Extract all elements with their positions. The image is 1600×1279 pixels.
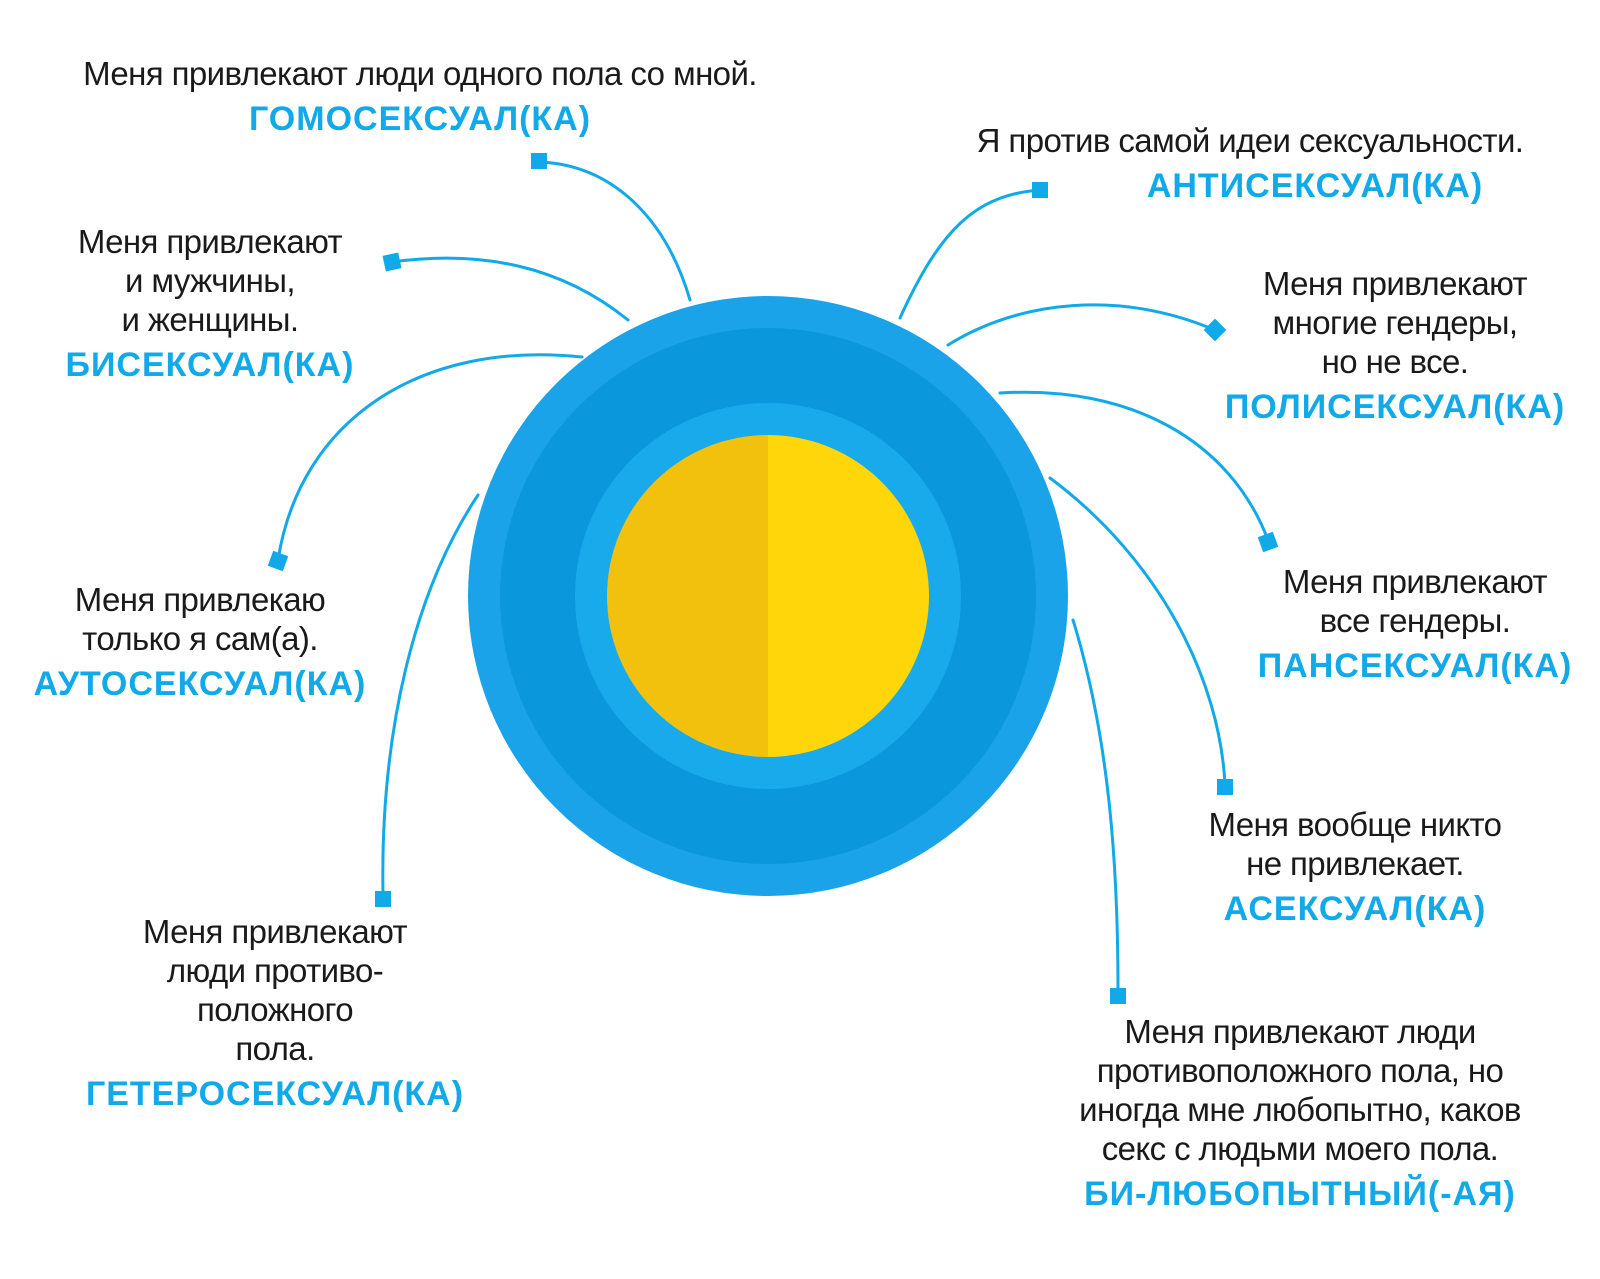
desc-line: пола. [235, 1030, 315, 1067]
desc-line: противоположного пола, но [1096, 1052, 1504, 1089]
connector-bi [390, 256, 630, 322]
desc-line: Меня привлекают люди [1124, 1013, 1476, 1050]
desc-line: и мужчины, [125, 262, 296, 299]
desc-line: Меня вообще никто [1208, 806, 1503, 843]
desc-line: секс с людьми моего пола. [1101, 1130, 1499, 1167]
connector-homo [538, 160, 692, 302]
connector-auto [276, 353, 584, 562]
desc-line: Меня привлекаю [74, 581, 326, 618]
label-antisexual: Я против самой идеи сексуальности. АНТИС… [940, 121, 1560, 206]
desc-line: иногда мне любопытно, каков [1079, 1091, 1521, 1128]
label-homosexual: Меня привлекают люди одного пола со мной… [40, 54, 800, 139]
connector-lines [276, 160, 1270, 992]
desc-line: Меня привлекают [77, 223, 343, 260]
term-asexual: АСЕКСУАЛ(КА) [1223, 890, 1487, 928]
desc-homosexual: Меня привлекают люди одного пола со мной… [40, 54, 800, 93]
desc-line: только я сам(а). [82, 620, 318, 657]
desc-line: многие гендеры, [1272, 304, 1519, 341]
marker-homo [531, 153, 547, 169]
marker-anti [1032, 182, 1048, 198]
connector-pan [998, 390, 1270, 542]
connector-markers [267, 153, 1279, 1004]
marker-bicurious [1110, 988, 1126, 1004]
marker-ace [1217, 779, 1233, 795]
term-antisexual: АНТИСЕКСУАЛ(КА) [1146, 167, 1484, 205]
term-polysexual: ПОЛИСЕКСУАЛ(КА) [1224, 388, 1566, 426]
marker-poly [1203, 318, 1227, 342]
term-bicurious: БИ-ЛЮБОПЫТНЫЙ(-АЯ) [1084, 1175, 1516, 1213]
central-circle [468, 296, 1068, 896]
connector-ace [1048, 476, 1227, 787]
term-homosexual: ГОМОСЕКСУАЛ(КА) [248, 100, 592, 138]
desc-line: не привлекает. [1246, 845, 1464, 882]
marker-bi [382, 252, 402, 272]
desc-line: но не все. [1321, 343, 1469, 380]
connector-anti [898, 188, 1042, 320]
marker-auto [267, 550, 289, 572]
desc-antisexual: Я против самой идеи сексуальности. [940, 121, 1560, 160]
connector-bicurious [1071, 618, 1120, 992]
connector-hetero [381, 493, 480, 897]
term-bisexual: БИСЕКСУАЛ(КА) [65, 346, 355, 384]
term-heterosexual: ГЕТЕРОСЕКСУАЛ(КА) [85, 1075, 465, 1113]
desc-line: Меня привлекают [1282, 563, 1548, 600]
desc-line: Меня привлекают [1262, 265, 1528, 302]
term-autosexual: АУТОСЕКСУАЛ(КА) [33, 665, 367, 703]
term-pansexual: ПАНСЕКСУАЛ(КА) [1257, 647, 1573, 685]
desc-line: и женщины. [121, 301, 300, 338]
desc-line: все гендеры. [1319, 602, 1511, 639]
core-left-half [607, 435, 768, 757]
desc-line: Я против самой идеи сексуальности. [976, 122, 1524, 159]
desc-line: Меня привлекают [142, 913, 408, 950]
desc-line: Меня привлекают люди одного пола со мной… [83, 55, 757, 92]
desc-line: положного [196, 991, 354, 1028]
core-right-half [768, 435, 929, 757]
desc-line: люди противо- [166, 952, 384, 989]
marker-pan [1257, 531, 1279, 553]
marker-hetero [375, 891, 391, 907]
connector-poly [946, 303, 1217, 347]
